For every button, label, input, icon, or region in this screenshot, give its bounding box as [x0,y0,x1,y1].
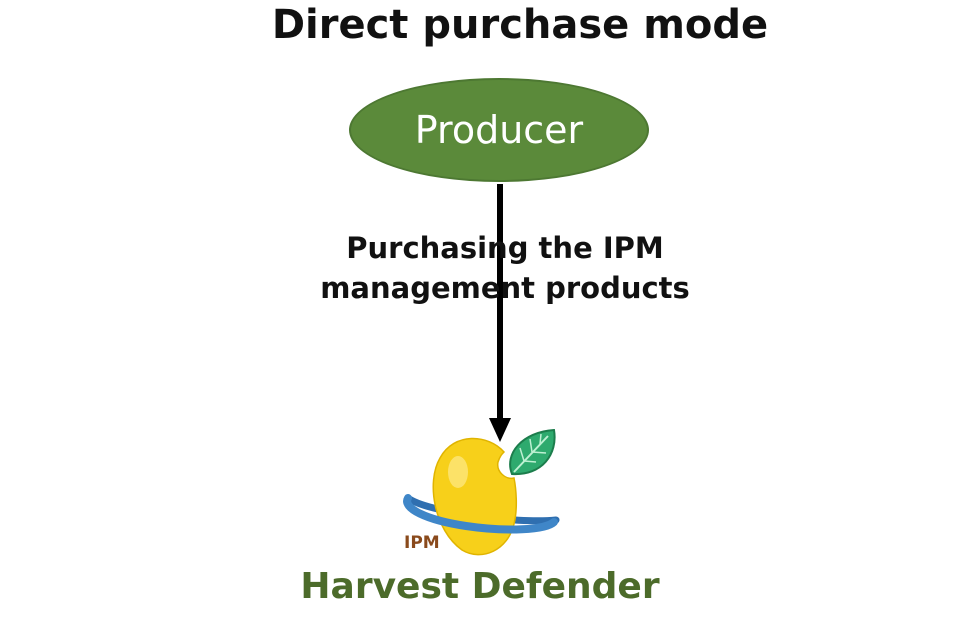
logo-fruit [432,437,518,556]
edge-label-line-2: management products [320,271,690,305]
purchase-arrow [489,184,511,442]
logo-leaf [509,428,556,476]
producer-label: Producer [414,108,584,152]
ipm-logo: IPM [403,428,560,556]
producer-node: Producer [349,78,649,182]
edge-label-line-1: Purchasing the IPM [346,231,664,265]
arrow-head [489,418,511,442]
brand-name: Harvest Defender [300,566,660,607]
edge-label: Purchasing the IPM management products [310,228,700,308]
diagram-title: Direct purchase mode [271,2,769,48]
logo-ipm-text: IPM [404,533,440,553]
logo-fruit-highlight [448,456,468,488]
logo-ring-front [403,494,558,534]
